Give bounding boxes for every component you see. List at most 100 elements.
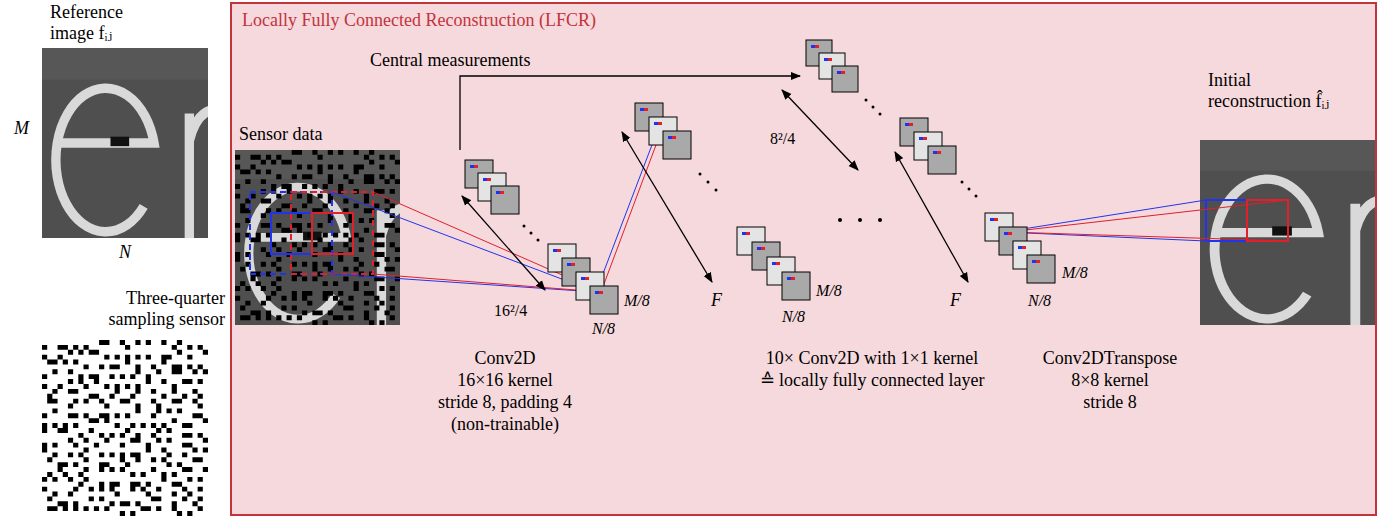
stack-dot: [530, 232, 533, 235]
pixel-blue: [837, 71, 841, 74]
annotation: N: [119, 242, 131, 263]
output-block-red: [1247, 200, 1288, 241]
annotation: 10× Conv2D with 1×1 kernel: [766, 348, 978, 369]
dimension-label: M/8: [1062, 262, 1088, 283]
depth-arrow: [622, 132, 712, 282]
pixel-blue: [772, 262, 776, 265]
feature-map: [928, 146, 956, 174]
stack-dot: [879, 113, 882, 116]
feature-map: [832, 66, 858, 92]
pixel-blue: [595, 291, 599, 294]
stack-dot: [872, 106, 875, 109]
annotation: 8×8 kernel: [1071, 370, 1149, 391]
field-line-blue: [332, 192, 596, 292]
annotation: M: [14, 118, 29, 139]
image-panel: Initial reconstruction f̂ᵢⱼ: [1202, 70, 1378, 332]
image-heading: Three-quarter sampling sensor: [75, 288, 225, 330]
image-panel: Sensor data: [237, 124, 405, 329]
pixel-blue: [470, 165, 474, 168]
window-dashed-red: [291, 192, 373, 274]
pixel-red: [487, 178, 491, 181]
dimension-label: M/8: [624, 290, 650, 311]
window-red: [312, 213, 353, 254]
pixel-red: [746, 232, 750, 235]
annotation: Central measurements: [370, 50, 530, 71]
stack-dot: [961, 181, 964, 184]
pixel-red: [828, 58, 832, 61]
feature-map: [782, 272, 810, 300]
sensor-data-black-pixels: [235, 150, 400, 325]
pixel-red: [1036, 260, 1040, 263]
dimension-label: 8²/4: [770, 128, 795, 149]
feature-stacks: [465, 40, 1055, 314]
window-blue: [271, 213, 312, 254]
ellipsis-dot: [858, 218, 862, 222]
dimension-label: 16²/4: [494, 300, 527, 321]
pixel-red: [923, 137, 927, 140]
pixel-red: [658, 122, 662, 125]
pixel-red: [909, 123, 913, 126]
field-line-red: [601, 137, 659, 292]
annotation: Conv2D: [474, 348, 535, 369]
pixel-blue: [787, 277, 791, 280]
pixel-blue: [1004, 232, 1008, 235]
pixel-red: [599, 291, 603, 294]
image-heading: Reference image fᵢⱼ: [42, 2, 140, 44]
field-line-red: [1008, 232, 1288, 241]
pixel-red: [841, 71, 845, 74]
stack-dot: [715, 189, 718, 192]
image-panel: Three-quarter sampling sensor: [42, 288, 225, 516]
annotation: Conv2DTranspose: [1043, 348, 1177, 369]
field-line-red: [1008, 200, 1288, 232]
pixel-blue: [640, 108, 644, 111]
annotation: (non-trainable): [451, 414, 559, 435]
pixel-red: [994, 218, 998, 221]
pixel-red: [474, 165, 478, 168]
pixel-red: [776, 262, 780, 265]
annotation: 16×16 kernel: [457, 370, 553, 391]
stack-dot: [537, 239, 540, 242]
dimension-label: N/8: [592, 318, 615, 339]
reference-image: [42, 48, 220, 238]
pixel-blue: [496, 191, 500, 194]
feature-map: [491, 186, 519, 214]
pixel-blue: [990, 218, 994, 221]
pixel-blue: [1018, 246, 1022, 249]
pixel-red: [644, 108, 648, 111]
pixel-blue: [742, 232, 746, 235]
pixel-blue: [567, 263, 571, 266]
sensor-ground: [42, 340, 208, 516]
sensor-data-image: [235, 150, 412, 325]
pixel-blue: [757, 247, 761, 250]
feature-map: [1027, 255, 1055, 283]
pixel-blue: [905, 123, 909, 126]
ellipsis-dot: [838, 218, 842, 222]
sensor-black-pixels: [42, 340, 208, 516]
annotation: ≙ locally fully connected layer: [760, 370, 985, 391]
pixel-blue: [824, 58, 828, 61]
pixel-blue: [553, 249, 557, 252]
pixel-red: [791, 277, 795, 280]
image-panel: Reference image fᵢⱼ: [42, 2, 208, 238]
pixel-red: [500, 191, 504, 194]
field-line-blue: [1004, 200, 1206, 232]
pixel-blue: [668, 136, 672, 139]
pixel-blue: [654, 122, 658, 125]
stack-dot: [707, 181, 710, 184]
dimension-label: N/8: [782, 306, 805, 327]
pixel-red: [1022, 246, 1026, 249]
pixel-red: [937, 151, 941, 154]
stack-dot: [975, 195, 978, 198]
pixel-red: [672, 136, 676, 139]
image-heading: Initial reconstruction f̂ᵢⱼ: [1202, 70, 1353, 112]
pixel-red: [815, 45, 819, 48]
pixel-red: [557, 249, 561, 252]
annotation: stride 8: [1083, 392, 1137, 413]
depth-arrow: [462, 196, 545, 290]
depth-arrow: [895, 152, 968, 282]
pixel-red: [1008, 232, 1012, 235]
stack-dot: [865, 99, 868, 102]
pixel-red: [585, 277, 589, 280]
